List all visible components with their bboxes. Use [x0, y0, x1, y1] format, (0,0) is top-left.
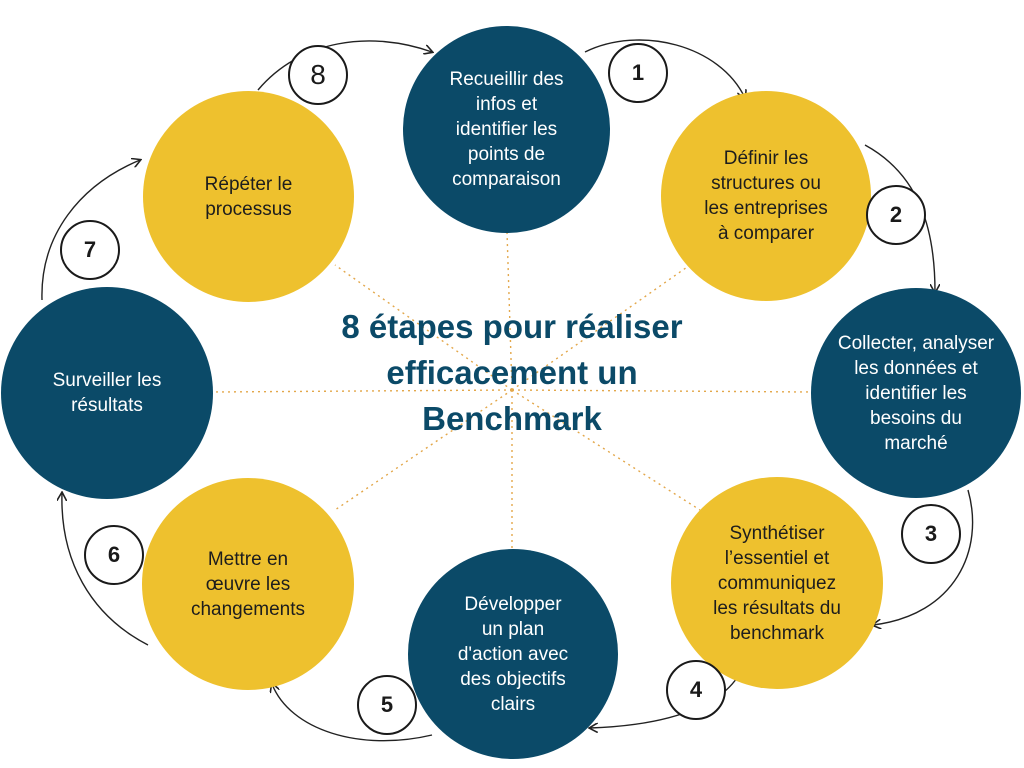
connector-line-4: [511, 389, 701, 511]
step-2-text: Définir les structures ou les entreprise…: [704, 148, 828, 244]
step-5-circle: Développer un plan d'action avec des obj…: [408, 549, 618, 759]
title-line-3: Benchmark: [422, 400, 602, 437]
title-line-1: 8 étapes pour réaliser: [341, 308, 683, 345]
step-8-number-badge: 8: [288, 45, 348, 105]
step-3-text: Collecter, analyser les données et ident…: [837, 332, 995, 454]
step-1-circle: Recueillir des infos et identifier les p…: [403, 26, 610, 233]
step-4-circle: Synthétiser l’essentiel et communiquez l…: [671, 477, 883, 689]
step-7-circle: Surveiller les résultats: [1, 287, 213, 499]
connector-line-7: [213, 389, 513, 393]
step-2-number-badge: 2: [866, 185, 926, 245]
connector-line-3: [511, 389, 811, 393]
flow-arrow-5-6: [272, 684, 433, 742]
step-6-text: Mettre en œuvre les changements: [190, 548, 306, 620]
step-6-circle: Mettre en œuvre les changements: [142, 478, 354, 690]
step-1-text: Recueillir des infos et identifier les p…: [449, 69, 564, 190]
step-4-text: Synthétiser l’essentiel et communiquez l…: [713, 522, 841, 644]
flow-arrow-1-2: [584, 39, 745, 98]
step-7-text: Surveiller les résultats: [52, 370, 162, 416]
flow-arrow-6-7: [62, 493, 149, 646]
step-8-text: Répéter le processus: [204, 173, 293, 220]
step-6-number-badge: 6: [84, 525, 144, 585]
diagram-title: 8 étapes pour réaliser efficacement un B…: [282, 304, 742, 442]
step-7-number-badge: 7: [60, 220, 120, 280]
step-5-number-badge: 5: [357, 675, 417, 735]
step-5-text: Développer un plan d'action avec des obj…: [457, 593, 569, 715]
step-4-number-badge: 4: [666, 660, 726, 720]
flow-arrow-8-1: [257, 40, 432, 91]
step-3-number-badge: 3: [901, 504, 961, 564]
title-line-2: efficacement un: [386, 354, 638, 391]
step-2-circle: Définir les structures ou les entreprise…: [661, 91, 871, 301]
step-8-circle: Répéter le processus: [143, 91, 354, 302]
connector-line-2: [511, 264, 691, 391]
connector-line-8: [334, 264, 513, 391]
flow-arrow-3-4: [873, 489, 974, 625]
step-1-number-badge: 1: [608, 43, 668, 103]
step-3-circle: Collecter, analyser les données et ident…: [811, 288, 1021, 498]
flow-arrow-7-8: [41, 160, 140, 301]
connector-line-1: [506, 231, 513, 391]
